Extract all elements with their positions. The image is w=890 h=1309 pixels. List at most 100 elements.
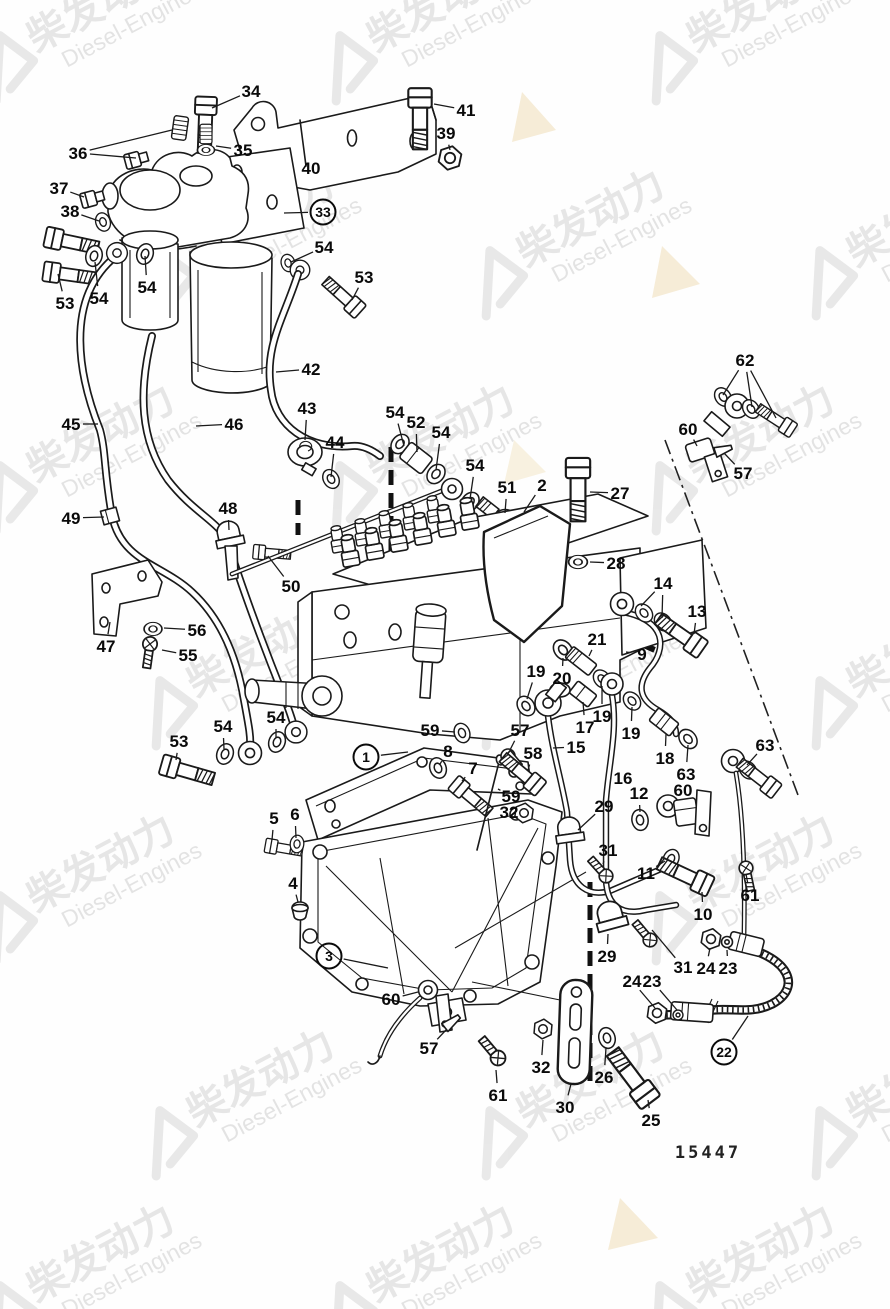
leader-line [523,494,536,513]
leader-line [448,144,451,151]
callout-32: 32 [500,803,519,822]
callout-number: 17 [576,718,595,737]
callout-14: 14 [640,574,673,619]
leader-line [746,753,758,766]
callout-58: 58 [524,744,543,771]
callout-48: 48 [219,499,238,531]
callout-number: 53 [355,268,374,287]
leader-line [397,423,405,447]
callout-30: 30 [556,1083,575,1117]
callout-35: 35 [215,141,253,160]
callout-number: 55 [179,646,198,665]
callout-number: 47 [97,637,116,656]
diesel-engines-logo-icon [151,1106,199,1181]
leader-line [107,621,111,635]
callout-1: 1 [352,743,409,771]
leader-line [640,591,656,607]
callout-42: 42 [275,360,320,379]
callout-number: 28 [607,554,626,573]
diesel-engines-logo-icon [0,461,39,536]
callout-53: 53 [56,273,74,313]
callout-number: 62 [736,351,755,370]
callout-number: 3 [325,948,333,964]
callout-number: 14 [654,574,673,593]
callout-number: 58 [524,744,543,763]
callout-57: 57 [723,452,752,483]
callout-54: 54 [90,261,109,308]
leader-line [582,701,585,716]
callout-41: 41 [433,101,475,120]
leader-line [295,894,299,903]
callout-number: 52 [407,413,426,432]
leader-line [746,371,753,408]
callout-number: 2 [537,476,546,495]
callout-47: 47 [97,621,116,656]
callout-number: 34 [242,82,261,101]
callout-number: 61 [489,1086,508,1105]
leader-line [647,1099,650,1109]
callout-circle [710,1038,738,1066]
callout-32: 32 [532,1039,550,1077]
callout-number: 8 [443,742,452,761]
leader-line [283,211,309,214]
overflow-valve-bottom [367,979,462,1065]
callout-53: 53 [170,732,188,761]
callout-number: 23 [719,959,738,978]
callout-51: 51 [498,478,516,514]
callout-54: 54 [386,403,405,447]
leader-line [495,1069,498,1084]
callout-44: 44 [326,433,345,478]
leader-line [435,443,441,471]
leader-line [330,453,335,478]
leader-line [415,433,418,453]
leader-line [630,706,633,722]
callout-54: 54 [214,717,233,750]
callout-60: 60 [674,781,693,800]
callout-number: 50 [282,577,301,596]
watermark-text-cn: 柴发动力 [839,161,890,277]
callout-5: 5 [269,809,279,841]
callout-15: 15 [552,738,585,757]
leader-line [461,776,466,782]
leader-line [94,261,99,287]
bracket-hardware [157,720,548,921]
callout-54: 54 [466,456,485,500]
callout-number: 24 [697,959,716,978]
leader-line [70,191,85,198]
callout-number: 60 [674,781,693,800]
callout-19: 19 [526,662,546,700]
leader-line [195,423,223,427]
callout-number: 35 [234,141,253,160]
callout-45: 45 [62,415,98,434]
callout-circle [352,743,380,771]
callout-number: 19 [527,662,546,681]
callout-38: 38 [61,202,100,222]
leader-line [589,491,609,494]
callout-24: 24 [697,947,716,978]
leader-line [267,555,285,577]
callout-circle [315,942,343,970]
grommet-43 [287,437,323,477]
callout-62: 62 [722,351,777,419]
leader-line [664,733,667,747]
callout-number: 30 [556,1098,575,1117]
callout-number: 22 [716,1044,732,1060]
callout-number: 56 [188,621,207,640]
leader-line [89,153,137,159]
leader-line [745,873,749,884]
callout-number: 37 [50,179,69,198]
callout-number: 1 [362,749,370,765]
callout-number: 63 [756,736,775,755]
callout-22: 22 [710,1015,749,1066]
callout-23: 23 [643,972,678,1011]
callout-number: 27 [611,484,630,503]
callout-number: 48 [219,499,238,518]
callout-number: 23 [643,972,662,991]
callout-33: 33 [283,198,337,226]
leader-line [343,958,389,969]
